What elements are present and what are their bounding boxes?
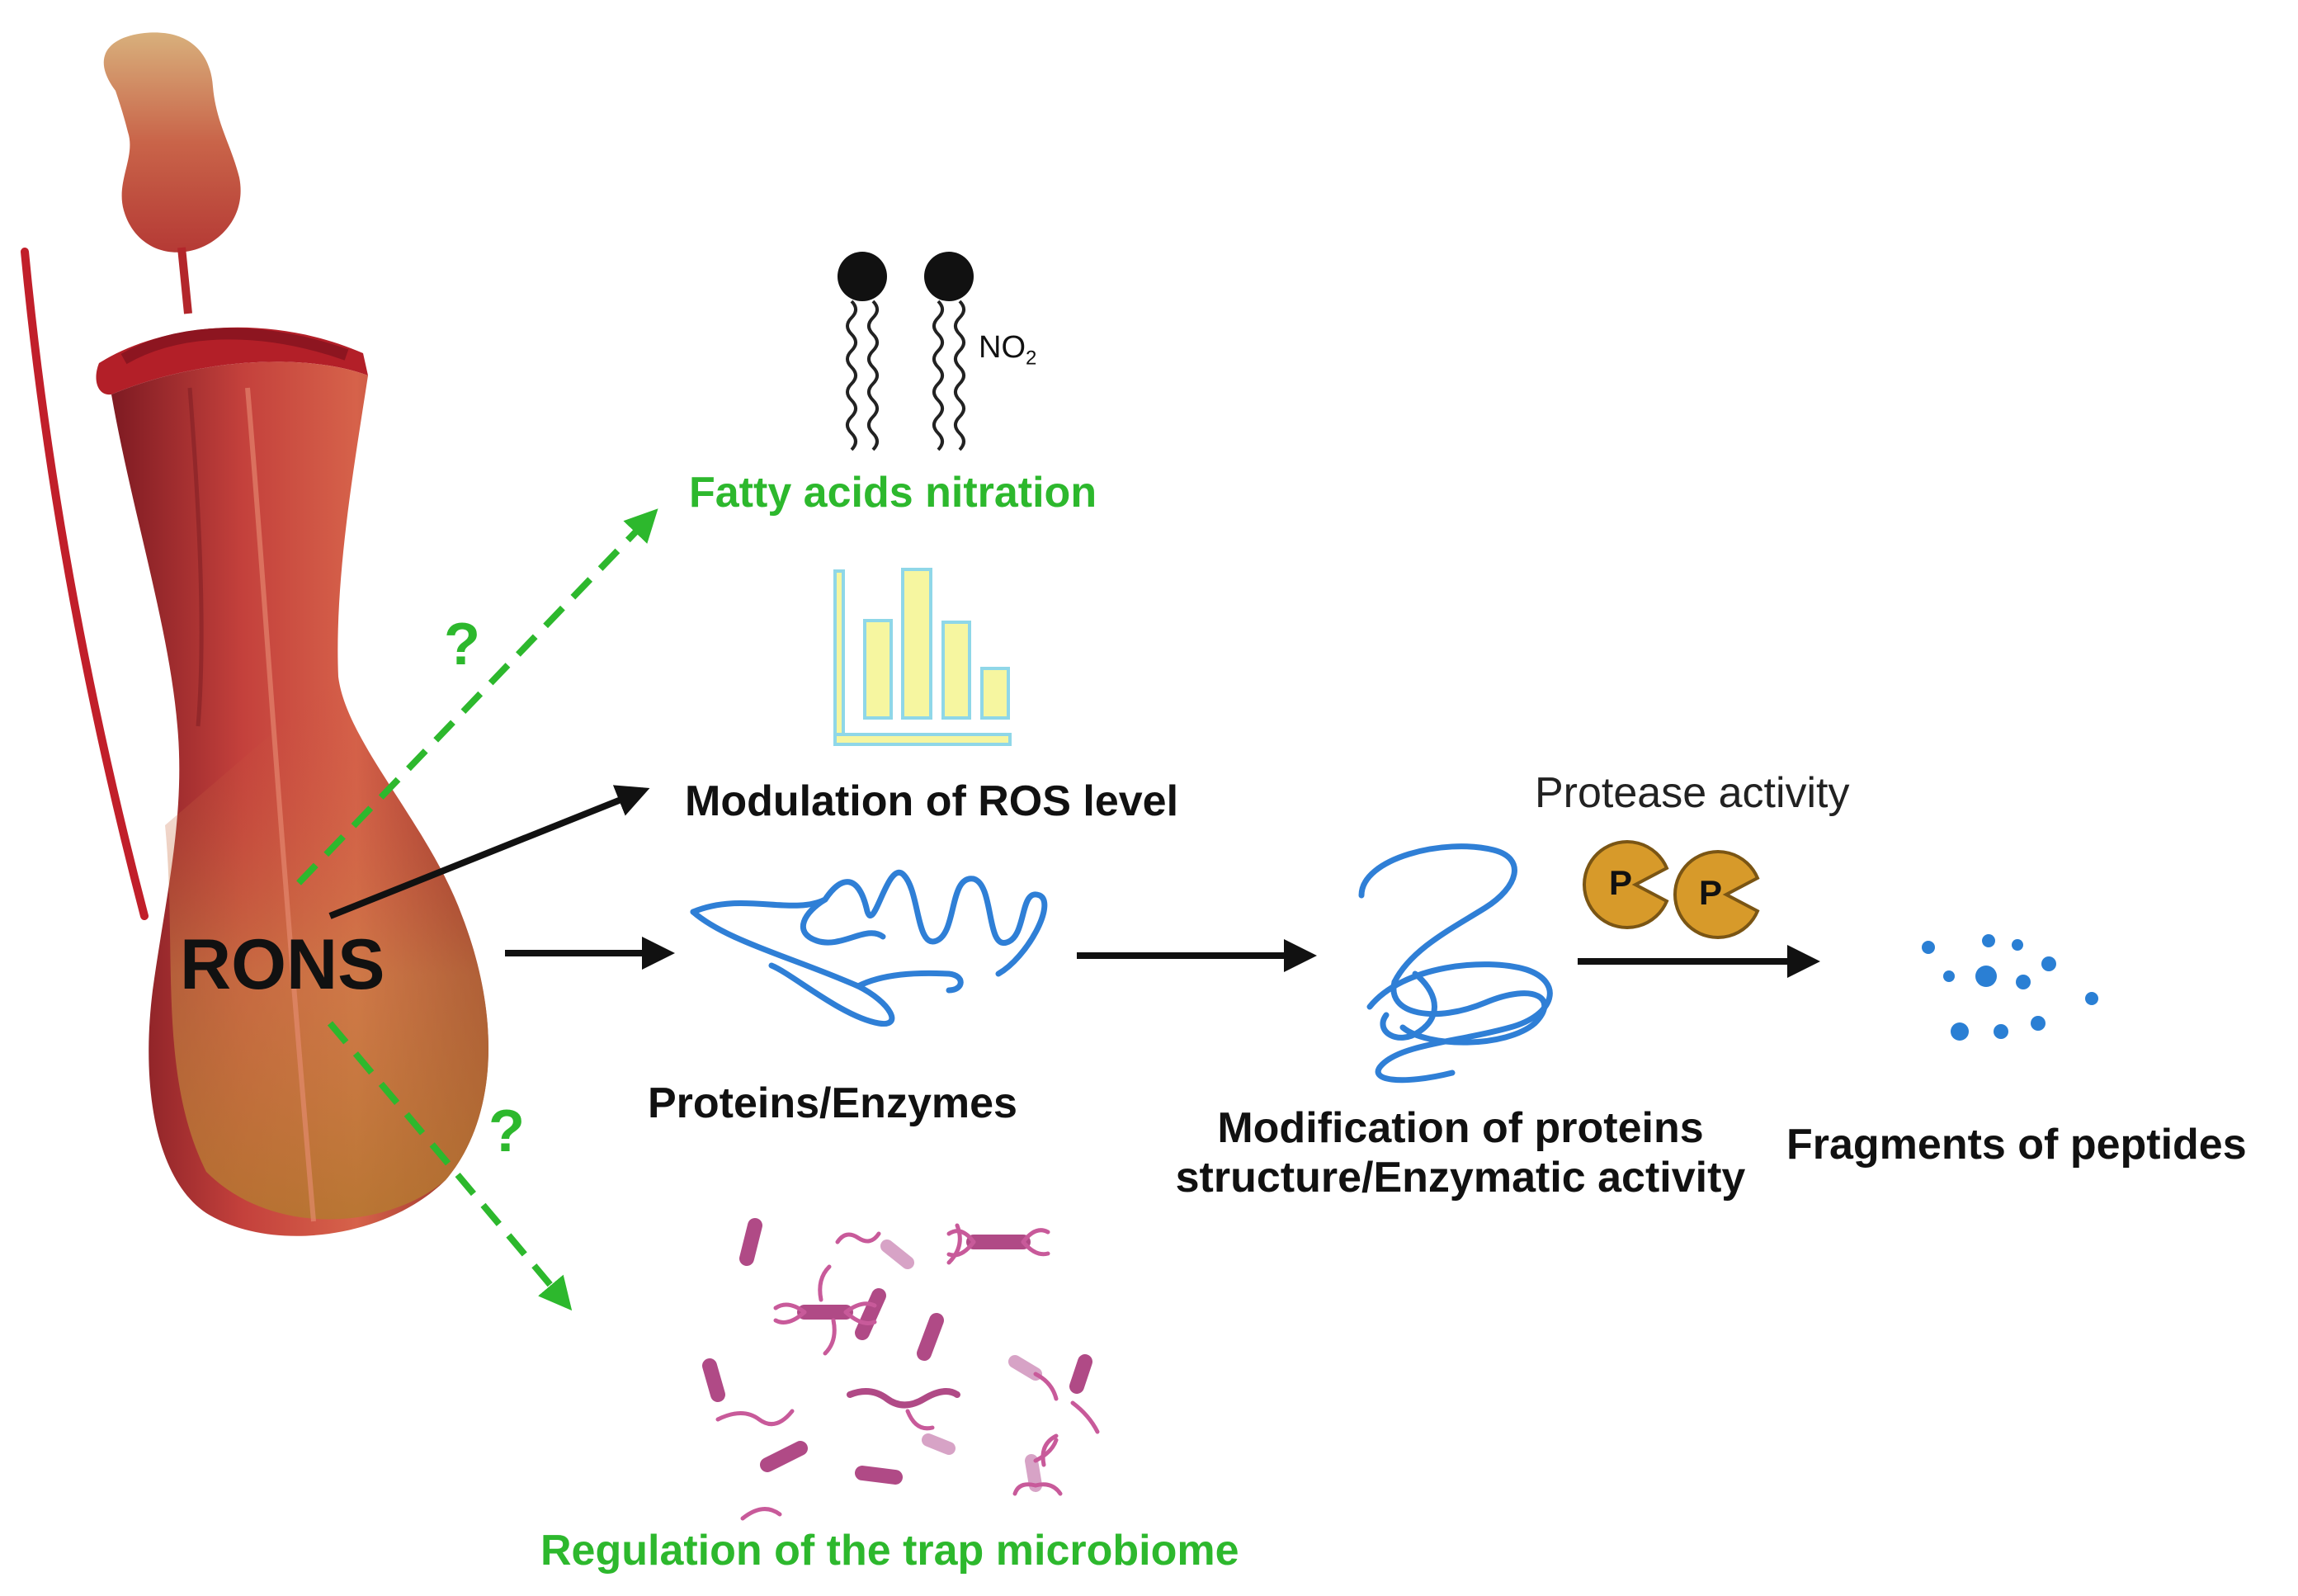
question-mark-top: ?: [444, 611, 480, 678]
question-mark-bottom: ?: [488, 1098, 525, 1164]
rons-label: RONS: [180, 925, 385, 1004]
microbiome-label: Regulation of the trap microbiome: [540, 1527, 1239, 1575]
ros-label: Modulation of ROS level: [685, 777, 1179, 825]
unfolded-protein-icon: [1358, 843, 1553, 1084]
modification-line-2: structure/Enzymatic activity: [1175, 1153, 1746, 1202]
arrows: [296, 508, 1820, 1311]
nitrated-lipid-icon: [838, 252, 974, 451]
proteins-label: Proteins/Enzymes: [648, 1079, 1017, 1127]
protease-letter-1: P: [1609, 863, 1633, 902]
arrow-to-microbiome: [327, 1021, 573, 1311]
protease-label: Protease activity: [1535, 769, 1850, 817]
no2-subscript: 2: [1026, 347, 1037, 370]
arrow-to-ros: [328, 785, 650, 919]
microbiome-bacteria-icon: [702, 1218, 1100, 1521]
fragments-label: Fragments of peptides: [1786, 1121, 2247, 1169]
folded-protein-icon: [690, 869, 1048, 1027]
no2-text: NO: [979, 330, 1026, 365]
modification-line-1: Modification of proteins: [1217, 1104, 1704, 1152]
arrow-to-fatty-acids: [296, 508, 658, 885]
bar-chart-icon: [833, 568, 1012, 746]
no2-label: NO2: [979, 330, 1036, 370]
protease-pacman-icon: [1583, 840, 1760, 939]
pitcher-plant-image: [21, 32, 489, 1236]
peptide-fragments-icon: [1922, 934, 2098, 1041]
protease-letter-2: P: [1699, 873, 1723, 912]
modification-label: Modification of proteins structure/Enzym…: [1139, 1104, 1782, 1203]
fatty-acids-label: Fatty acids nitration: [689, 469, 1097, 517]
